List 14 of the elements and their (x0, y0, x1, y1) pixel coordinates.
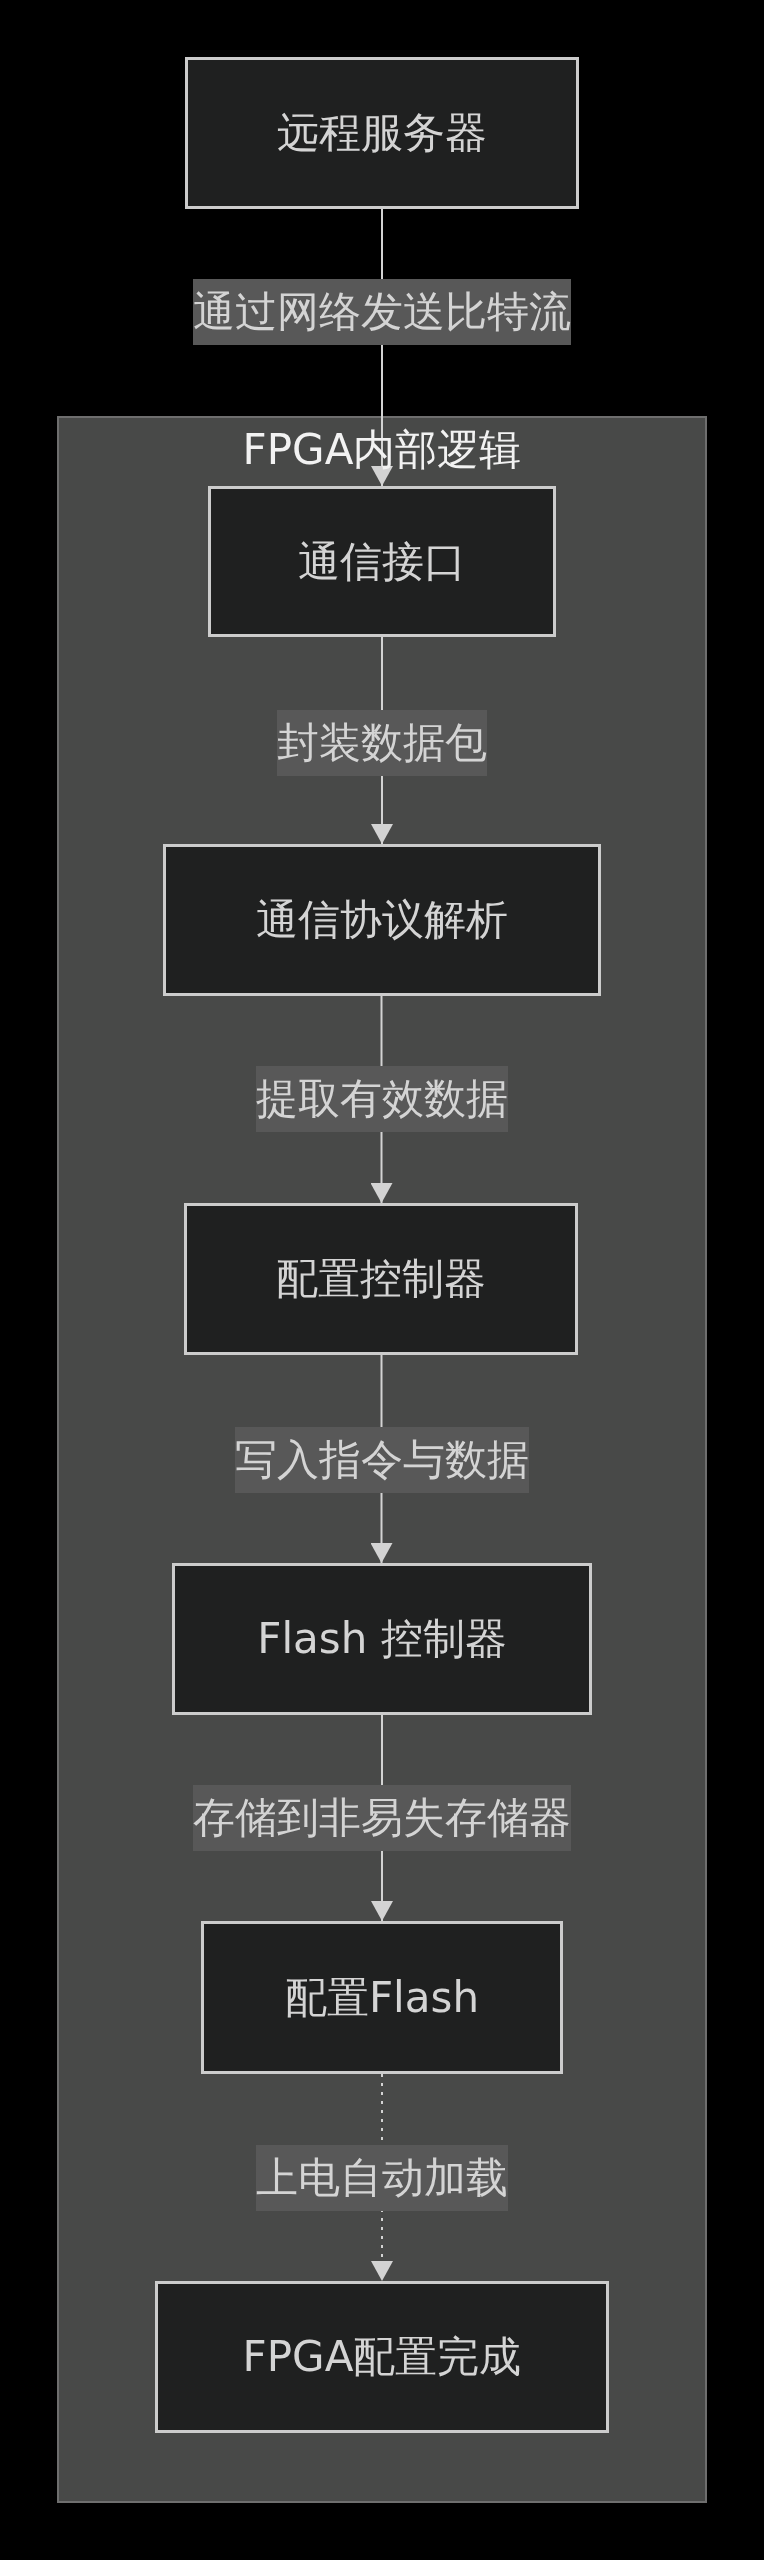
edge-label: 提取有效数据 (255, 1066, 508, 1132)
edge-label: 上电自动加载 (256, 2145, 508, 2211)
edge-label: 封装数据包 (277, 710, 487, 776)
process-box: 配置控制器 (184, 1203, 578, 1355)
process-box: Flash 控制器 (172, 1563, 592, 1715)
process-box: 配置Flash (201, 1921, 563, 2074)
edge-label: 写入指令与数据 (234, 1427, 529, 1493)
group-panel (57, 416, 707, 2503)
edge-label: 存储到非易失存储器 (193, 1785, 571, 1851)
process-box: FPGA配置完成 (155, 2281, 609, 2433)
process-box: 通信协议解析 (163, 844, 601, 996)
process-box: 通信接口 (208, 486, 556, 637)
process-box: 远程服务器 (185, 57, 579, 209)
edge-label: 通过网络发送比特流 (193, 279, 571, 345)
